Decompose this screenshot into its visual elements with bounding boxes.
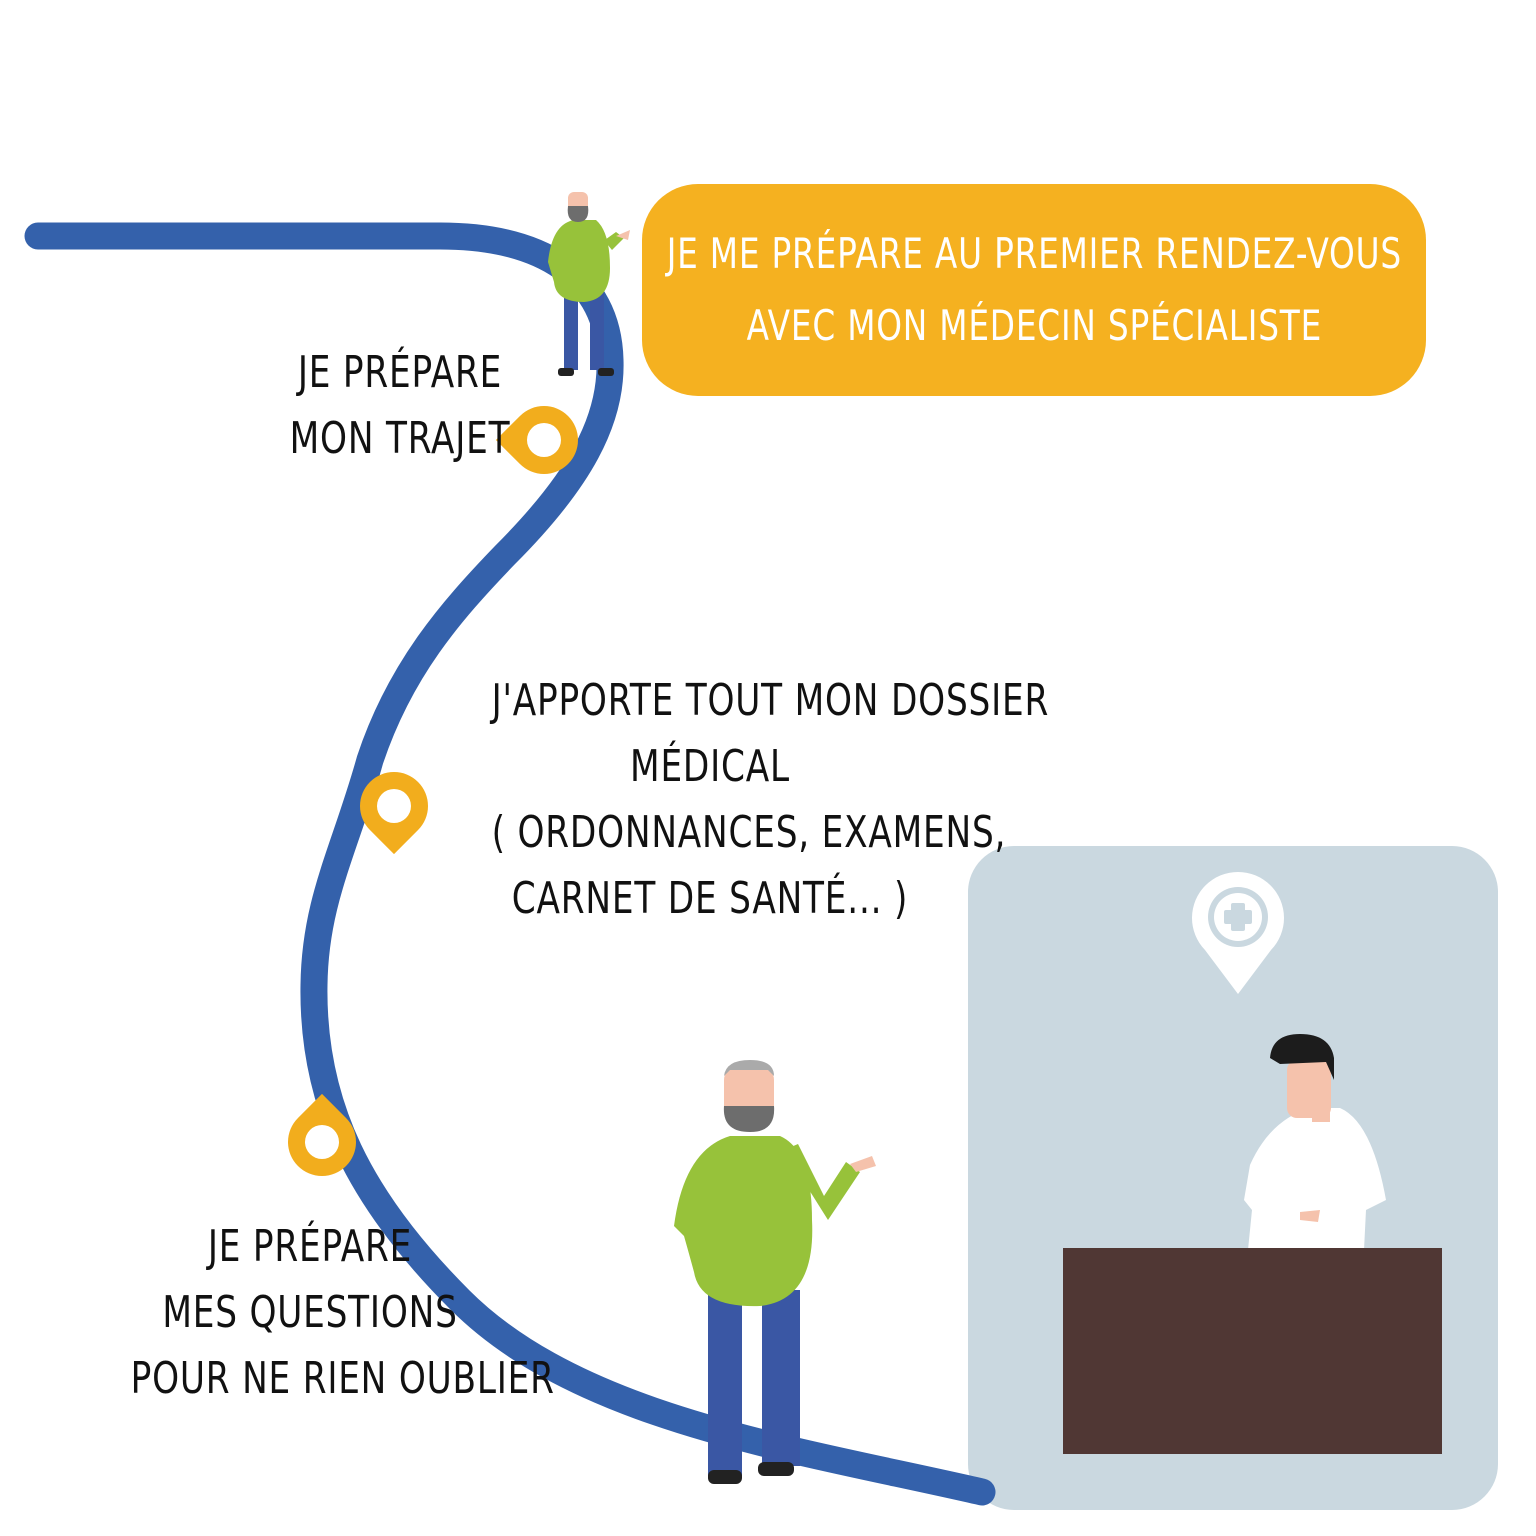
medical-cross-pin-icon	[1192, 871, 1284, 994]
step-label-trajet: Je prépare mon trajet	[283, 340, 517, 472]
doctor-figure	[1244, 1034, 1386, 1250]
reception-desk	[1063, 1248, 1442, 1454]
patient-figure-large	[674, 1060, 876, 1484]
step-line: ( ordonnances, examens,	[491, 807, 1007, 858]
step-line: mon trajet	[289, 413, 511, 464]
title-line: Je me prépare au premier rendez-vous	[666, 229, 1402, 278]
step-line: Je prépare	[207, 1221, 413, 1272]
step-line: Je prépare	[297, 347, 503, 398]
journey-path	[24, 222, 996, 1506]
step-line: médical	[630, 741, 790, 792]
location-pin-icon	[360, 772, 428, 855]
page-title: Je me prépare au premier rendez-vous ave…	[666, 218, 1401, 362]
patient-figure-small	[548, 192, 630, 376]
step-line: mes questions	[162, 1287, 458, 1338]
step-label-questions: Je prépare mes questions pour ne rien ou…	[130, 1214, 555, 1412]
title-line: avec mon médecin spécialiste	[746, 301, 1322, 350]
title-callout: Je me prépare au premier rendez-vous ave…	[642, 184, 1426, 396]
step-line: pour ne rien oublier	[130, 1353, 555, 1404]
step-line: J'apporte tout mon dossier	[491, 675, 1050, 726]
step-line: carnet de santé... )	[511, 873, 909, 924]
location-pin-icon	[288, 1093, 356, 1176]
location-pin-icon	[495, 406, 578, 474]
step-label-dossier: J'apporte tout mon dossier médical ( ord…	[491, 668, 1050, 932]
